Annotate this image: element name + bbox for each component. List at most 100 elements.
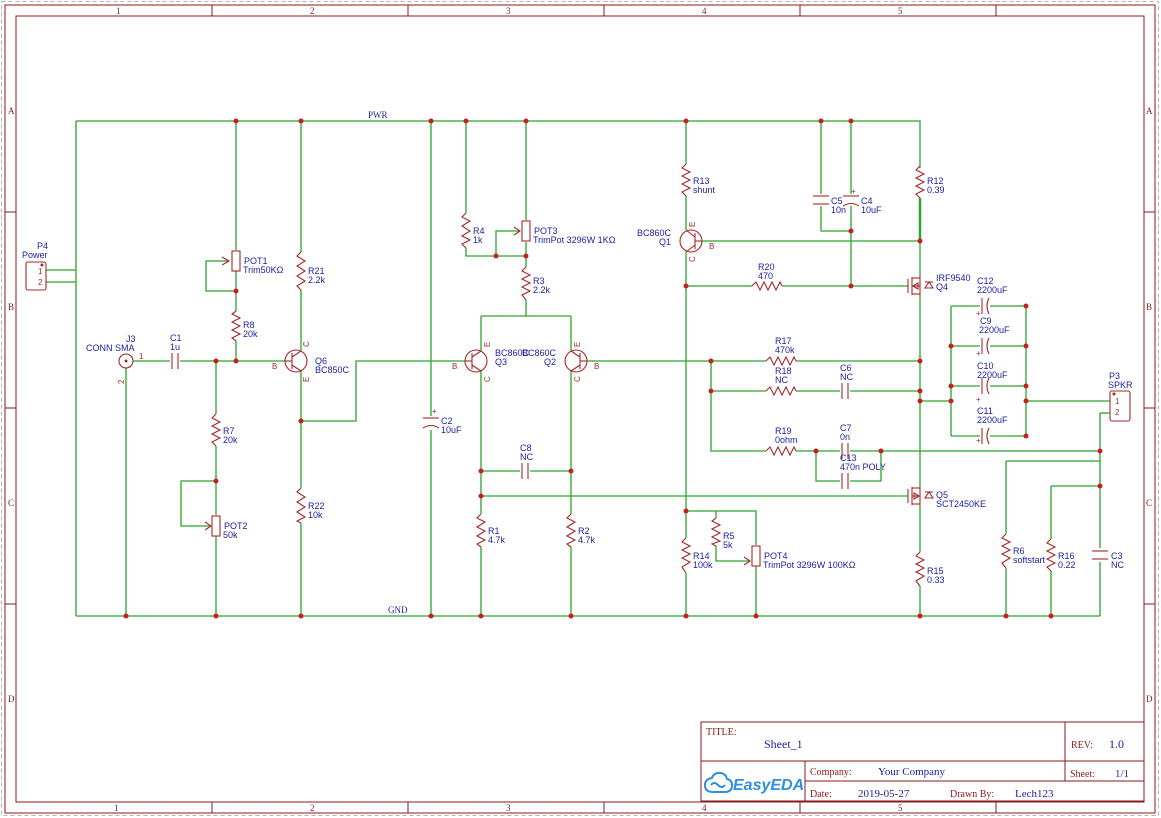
r4-ref: R4 [473, 226, 485, 236]
resistor-r7[interactable]: R7 20k [210, 413, 238, 447]
c6-ref: C6 [840, 363, 852, 373]
rev-label: REV: [1071, 740, 1093, 751]
r3-ref: R3 [533, 276, 545, 286]
resistor-r4[interactable]: R4 1k [460, 212, 485, 249]
j3-ref: J3 [126, 334, 136, 344]
resistor-r19[interactable]: R19 0ohm [765, 426, 798, 457]
capacitor-c11[interactable]: + C11 2200uF [976, 406, 1008, 445]
capacitor-c2[interactable]: + C2 10uF [422, 407, 462, 435]
capacitor-c13[interactable]: C13 470n POLY [840, 453, 886, 489]
net-label-gnd: GND [388, 605, 408, 615]
capacitor-c10[interactable]: + C10 2200uF [976, 361, 1008, 404]
p3-pin2: 2 [1115, 408, 1120, 417]
zone-row-a-left: A [8, 106, 15, 116]
resistor-r17[interactable]: R17 470k [765, 336, 797, 367]
c10-value: 2200uF [977, 370, 1008, 380]
potentiometer-pot3[interactable]: POT3 TrimPot 3296W 1KΩ [513, 220, 616, 245]
r4-value: 1k [473, 235, 483, 245]
zone-row-c-left: C [8, 498, 14, 508]
zone-col-1-top: 1 [116, 6, 121, 16]
capacitor-c8[interactable]: C8 NC [520, 443, 533, 479]
potentiometer-pot2[interactable]: POT2 50k [204, 515, 248, 540]
j3-pin2: 2 [117, 379, 126, 384]
frame-outer [4, 4, 1156, 814]
capacitor-c4[interactable]: + C4 10uF [842, 187, 882, 215]
c13-ref: C13 [840, 453, 857, 463]
c12-ref: C12 [977, 276, 994, 286]
r16-ref: R16 [1058, 551, 1075, 561]
r13-value: shunt [693, 185, 716, 195]
q3-value: BC860C [495, 348, 530, 358]
transistor-q2[interactable]: B E C BC860C Q2 [522, 342, 599, 382]
j3-pin1: 1 [139, 352, 144, 361]
resistor-r1[interactable]: R1 4.7k [475, 513, 506, 548]
potentiometer-pot4[interactable]: POT4 TrimPot 3296W 100KΩ [743, 545, 856, 570]
j3-value: CONN SMA [86, 343, 135, 353]
q4-value: IRF9540 [936, 273, 971, 283]
potentiometer-pot1[interactable]: POT1 Trim50KΩ [221, 250, 284, 275]
p4-value: Power [22, 250, 48, 260]
zone-row-a-right: A [1146, 106, 1153, 116]
resistor-r22[interactable]: R22 10k [295, 487, 325, 524]
p4-ref: P4 [37, 241, 48, 251]
svg-text:+: + [432, 407, 437, 416]
sheet-label: Sheet: [1070, 769, 1095, 780]
resistor-r21[interactable]: R21 2.2k [295, 251, 326, 291]
c11-ref: C11 [977, 406, 993, 416]
c6-value: NC [840, 372, 853, 382]
title-value: Sheet_1 [764, 737, 803, 751]
connector-j3[interactable]: 1 2 J3 CONN SMA [86, 334, 144, 384]
q1-pin-b: B [709, 242, 714, 251]
pot4-value: TrimPot 3296W 100KΩ [763, 560, 856, 570]
c4-value: 10uF [861, 205, 882, 215]
transistor-q3[interactable]: B E C BC860C Q3 [452, 342, 530, 382]
mosfet-q4[interactable]: IRF9540 Q4 [907, 273, 971, 296]
resistor-r18[interactable]: R18 NC [765, 366, 797, 397]
svg-text:+: + [851, 187, 856, 196]
resistor-r16[interactable]: R16 0.22 [1045, 538, 1076, 572]
q2-pin-c: C [573, 376, 582, 382]
capacitor-c5[interactable]: C5 10n [813, 195, 846, 215]
resistor-r6[interactable]: R6 softstart [1000, 533, 1046, 569]
c1-value: 1u [170, 342, 180, 352]
resistor-r15[interactable]: R15 0.33 [914, 551, 945, 587]
resistor-r13[interactable]: R13 shunt [680, 163, 716, 197]
p3-ref: P3 [1109, 371, 1120, 381]
r2-ref: R2 [578, 526, 590, 536]
capacitor-c6[interactable]: C6 NC [840, 363, 853, 399]
date-value: 2019-05-27 [858, 788, 910, 800]
resistor-r8[interactable]: R8 20k [230, 310, 258, 342]
r5-value: 5k [723, 540, 733, 550]
capacitor-c3[interactable]: C3 NC [1092, 550, 1124, 570]
resistor-r20[interactable]: R20 470 [751, 262, 783, 292]
c13-value: 470n POLY [840, 462, 886, 472]
r21-value: 2.2k [308, 275, 326, 285]
q5-value: SCT2450KE [936, 499, 986, 509]
pot3-ref: POT3 [534, 226, 558, 236]
transistor-q6[interactable]: B C E Q6 BC850C [272, 341, 350, 382]
resistor-r5[interactable]: R5 5k [710, 517, 735, 550]
capacitor-c7[interactable]: C7 0n [840, 423, 852, 459]
c10-ref: C10 [977, 361, 994, 371]
q4-ref: Q4 [936, 282, 948, 292]
resistor-r2[interactable]: R2 4.7k [565, 513, 596, 548]
resistor-r3[interactable]: R3 2.2k [520, 266, 551, 301]
capacitor-c1[interactable]: C1 1u [170, 333, 182, 369]
rev-value: 1.0 [1109, 737, 1124, 751]
resistor-r14[interactable]: R14 100k [680, 537, 713, 574]
q1-ref: Q1 [659, 237, 671, 247]
capacitor-c12[interactable]: + C12 2200uF [976, 276, 1008, 318]
r22-ref: R22 [308, 501, 325, 511]
connector-p3[interactable]: 1 2 P3 SPKR [1108, 371, 1133, 422]
r18-value: NC [775, 375, 788, 385]
svg-text:+: + [976, 395, 981, 404]
connector-p4[interactable]: 1 2 P4 Power [22, 241, 48, 291]
transistor-q1[interactable]: B E C BC860C Q1 [637, 222, 714, 262]
r19-ref: R19 [775, 426, 792, 436]
capacitor-c9[interactable]: + C9 2200uF [976, 316, 1010, 358]
mosfet-q5[interactable]: Q5 SCT2450KE [907, 486, 986, 509]
resistor-r12[interactable]: R12 0.39 [914, 165, 945, 199]
zone-row-b-left: B [8, 302, 14, 312]
